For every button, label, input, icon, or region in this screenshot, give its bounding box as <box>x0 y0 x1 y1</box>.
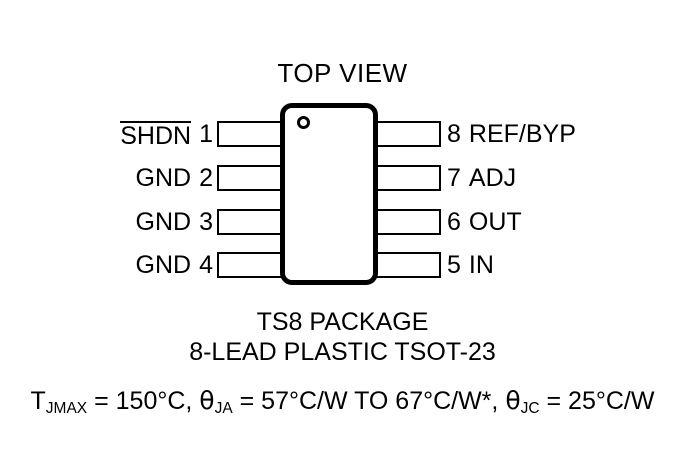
pin-label-5: 5 IN <box>447 252 494 278</box>
theta-jc-value: = 25°C/W <box>539 387 655 415</box>
pin-label-7: 7 ADJ <box>447 165 516 191</box>
pin-label-8: 8 REF/BYP <box>447 121 576 147</box>
pin-lead-2 <box>217 165 289 191</box>
top-view-title: TOP VIEW <box>277 58 408 88</box>
pin-lead-7 <box>369 165 441 191</box>
pin-label-1-number: 1 <box>199 120 213 148</box>
pin-label-4: GND 4 <box>136 252 213 278</box>
pin-lead-6 <box>369 209 441 235</box>
pin-label-3-number: 3 <box>199 208 213 236</box>
pin-label-2: GND 2 <box>136 165 213 191</box>
tjmax-symbol: T <box>30 387 46 415</box>
pin-label-7-name: ADJ <box>468 164 517 192</box>
pin-label-6: 6 OUT <box>447 209 522 235</box>
package-name-caption: TS8 PACKAGE <box>256 308 429 336</box>
pin-label-2-number: 2 <box>199 164 213 192</box>
pin-label-8-number: 8 <box>447 120 461 148</box>
package-body-outline <box>280 103 378 285</box>
pin-lead-1 <box>217 121 289 147</box>
theta-jc-subscript: JC <box>520 400 540 417</box>
tjmax-subscript: JMAX <box>45 400 88 417</box>
pin-lead-3 <box>217 209 289 235</box>
theta-ja-value: = 57°C/W TO 67°C/W*, <box>232 387 506 415</box>
pin-label-6-number: 6 <box>447 208 461 236</box>
pin-label-4-name: GND <box>135 251 192 279</box>
pin-lead-4 <box>217 252 289 278</box>
pin-label-3-name: GND <box>135 208 192 236</box>
pin-lead-5 <box>369 252 441 278</box>
theta-ja-subscript: JA <box>214 400 233 417</box>
tjmax-value: = 150°C, <box>87 387 200 415</box>
pin-1-indicator-icon <box>297 116 310 129</box>
pin-label-2-name: GND <box>135 164 192 192</box>
pin-label-5-number: 5 <box>447 251 461 279</box>
pin-label-3: GND 3 <box>136 209 213 235</box>
pin-label-4-number: 4 <box>199 251 213 279</box>
theta-ja-symbol: θ <box>199 386 215 415</box>
package-description-caption: 8-LEAD PLASTIC TSOT-23 <box>189 338 496 366</box>
pin-label-1-name: SHDN <box>120 120 192 150</box>
thermal-specification-line: TJMAX = 150°C, θJA = 57°C/W TO 67°C/W*, … <box>0 386 685 417</box>
pin-label-8-name: REF/BYP <box>468 120 576 148</box>
pin-label-7-number: 7 <box>447 164 461 192</box>
pin-label-1: SHDN 1 <box>120 120 213 150</box>
theta-jc-symbol: θ <box>505 386 521 415</box>
pin-lead-8 <box>369 121 441 147</box>
pin-label-6-name: OUT <box>468 208 522 236</box>
pin-label-5-name: IN <box>468 251 494 279</box>
